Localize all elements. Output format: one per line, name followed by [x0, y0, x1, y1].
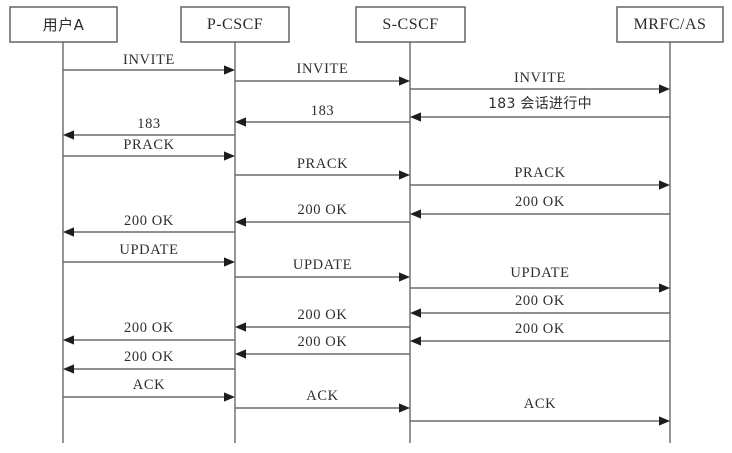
message-label-17: 200 OK — [124, 320, 174, 336]
actor-scscf[interactable]: S-CSCF — [355, 6, 466, 43]
message-label-23: ACK — [524, 396, 556, 412]
message-arrowhead-14 — [659, 283, 670, 293]
message-arrowhead-8 — [659, 180, 670, 190]
message-arrowhead-15 — [410, 308, 421, 318]
message-label-22: ACK — [306, 388, 338, 404]
message-5[interactable]: 183 — [63, 116, 235, 140]
actor-boxes-layer: 用户A P-CSCF S-CSCF MRFC/AS — [9, 6, 724, 43]
message-label-10: 200 OK — [298, 202, 348, 218]
lifelines-layer — [62, 42, 671, 443]
message-label-15: 200 OK — [515, 293, 565, 309]
message-arrowhead-3 — [410, 112, 421, 122]
message-20[interactable]: 200 OK — [63, 349, 235, 374]
message-17[interactable]: 200 OK — [63, 320, 235, 345]
actor-pcscf[interactable]: P-CSCF — [180, 6, 290, 43]
message-label-2: INVITE — [514, 70, 566, 86]
message-label-11: 200 OK — [124, 213, 174, 229]
message-15[interactable]: 200 OK — [410, 293, 670, 318]
message-arrowhead-20 — [63, 364, 74, 374]
message-arrowhead-13 — [399, 272, 410, 282]
message-arrowhead-18 — [410, 336, 421, 346]
message-label-8: PRACK — [514, 165, 565, 181]
message-label-1: INVITE — [297, 61, 349, 77]
message-8[interactable]: PRACK — [410, 165, 670, 190]
message-7[interactable]: PRACK — [235, 156, 410, 180]
message-label-19: 200 OK — [298, 334, 348, 350]
actor-box-pcscf — [180, 6, 290, 43]
message-13[interactable]: UPDATE — [235, 257, 410, 282]
message-arrowhead-21 — [224, 392, 235, 402]
message-4[interactable]: 183 — [235, 103, 410, 127]
message-3[interactable]: 183 会话进行中 — [410, 96, 670, 122]
message-arrowhead-6 — [224, 151, 235, 161]
message-16[interactable]: 200 OK — [235, 307, 410, 332]
message-label-9: 200 OK — [515, 194, 565, 210]
message-12[interactable]: UPDATE — [63, 242, 235, 267]
message-11[interactable]: 200 OK — [63, 213, 235, 237]
message-arrowhead-5 — [63, 130, 74, 140]
message-label-13: UPDATE — [293, 257, 352, 273]
message-6[interactable]: PRACK — [63, 137, 235, 161]
message-arrowhead-7 — [399, 170, 410, 180]
message-label-14: UPDATE — [510, 265, 569, 281]
message-label-18: 200 OK — [515, 321, 565, 337]
actor-label-pcscf: P-CSCF — [207, 16, 263, 33]
actor-box-scscf — [355, 6, 466, 43]
message-2[interactable]: INVITE — [410, 70, 670, 94]
message-label-12: UPDATE — [119, 242, 178, 258]
message-label-0: INVITE — [123, 52, 175, 68]
message-19[interactable]: 200 OK — [235, 334, 410, 359]
message-arrowhead-1 — [399, 76, 410, 86]
message-arrowhead-0 — [224, 65, 235, 75]
message-label-20: 200 OK — [124, 349, 174, 365]
message-9[interactable]: 200 OK — [410, 194, 670, 219]
actor-label-mrfc: MRFC/AS — [634, 16, 707, 33]
message-arrowhead-10 — [235, 217, 246, 227]
actor-label-ua: 用户A — [43, 16, 85, 34]
message-label-3: 183 会话进行中 — [488, 96, 592, 112]
message-arrowhead-23 — [659, 416, 670, 426]
actor-box-mrfc — [616, 6, 724, 43]
message-22[interactable]: ACK — [235, 388, 410, 413]
actor-box-ua — [9, 6, 118, 43]
message-1[interactable]: INVITE — [235, 61, 410, 86]
message-arrowhead-12 — [224, 257, 235, 267]
message-arrowhead-2 — [659, 84, 670, 94]
message-21[interactable]: ACK — [63, 377, 235, 402]
actor-ua[interactable]: 用户A — [9, 6, 118, 43]
message-label-4: 183 — [311, 103, 335, 119]
message-arrowhead-16 — [235, 322, 246, 332]
message-arrowhead-17 — [63, 335, 74, 345]
message-label-21: ACK — [133, 377, 165, 393]
message-14[interactable]: UPDATE — [410, 265, 670, 293]
message-label-16: 200 OK — [298, 307, 348, 323]
actor-label-scscf: S-CSCF — [382, 16, 438, 33]
message-arrowhead-4 — [235, 117, 246, 127]
message-arrowhead-9 — [410, 209, 421, 219]
message-label-5: 183 — [137, 116, 161, 132]
message-label-7: PRACK — [297, 156, 348, 172]
message-arrowhead-19 — [235, 349, 246, 359]
message-arrowhead-22 — [399, 403, 410, 413]
message-arrowhead-11 — [63, 227, 74, 237]
actor-mrfc[interactable]: MRFC/AS — [616, 6, 724, 43]
message-23[interactable]: ACK — [410, 396, 670, 426]
message-18[interactable]: 200 OK — [410, 321, 670, 346]
message-label-6: PRACK — [123, 137, 174, 153]
message-0[interactable]: INVITE — [63, 52, 235, 75]
message-10[interactable]: 200 OK — [235, 202, 410, 227]
